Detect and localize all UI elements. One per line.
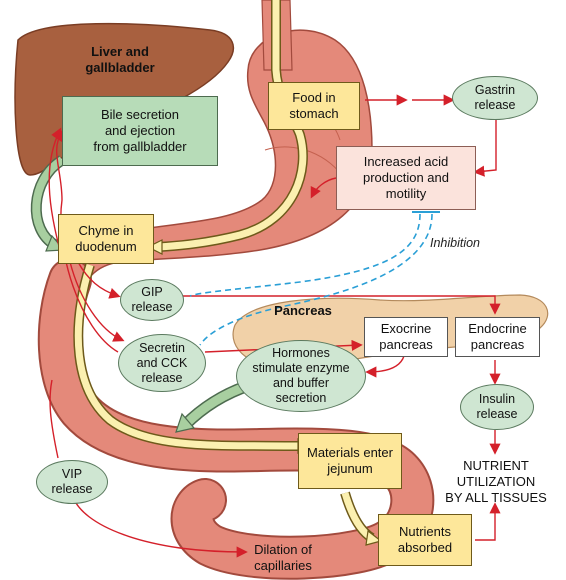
nutrients-absorbed-box: Nutrients absorbed bbox=[378, 514, 472, 566]
chyme-box: Chyme in duodenum bbox=[58, 214, 154, 264]
insulin-release-ellipse: Insulin release bbox=[460, 384, 534, 430]
gip-release-ellipse: GIP release bbox=[120, 279, 184, 321]
nutrient-utilization-label: NUTRIENT UTILIZATION BY ALL TISSUES bbox=[445, 458, 547, 505]
regulation-arrows bbox=[48, 94, 501, 558]
vip-release-ellipse: VIP release bbox=[36, 460, 108, 504]
pancreas-label: Pancreas bbox=[274, 303, 332, 318]
exocrine-pancreas-box: Exocrine pancreas bbox=[364, 317, 448, 357]
dilation-label: Dilation of capillaries bbox=[254, 542, 312, 573]
endocrine-pancreas-box: Endocrine pancreas bbox=[455, 317, 540, 357]
hormones-ellipse: Hormones stimulate enzyme and buffer sec… bbox=[236, 340, 366, 412]
liver-gallbladder-label: Liver and gallbladder bbox=[85, 44, 155, 75]
food-in-stomach-box: Food in stomach bbox=[268, 82, 360, 130]
bile-secretion-box: Bile secretion and ejection from gallbla… bbox=[62, 96, 218, 166]
materials-jejunum-box: Materials enter jejunum bbox=[298, 433, 402, 489]
secretin-cck-ellipse: Secretin and CCK release bbox=[118, 334, 206, 392]
gastrin-release-ellipse: Gastrin release bbox=[452, 76, 538, 120]
inhibition-label: Inhibition bbox=[429, 236, 481, 250]
inhibition-lines bbox=[189, 213, 433, 346]
increased-acid-box: Increased acid production and motility bbox=[336, 146, 476, 210]
